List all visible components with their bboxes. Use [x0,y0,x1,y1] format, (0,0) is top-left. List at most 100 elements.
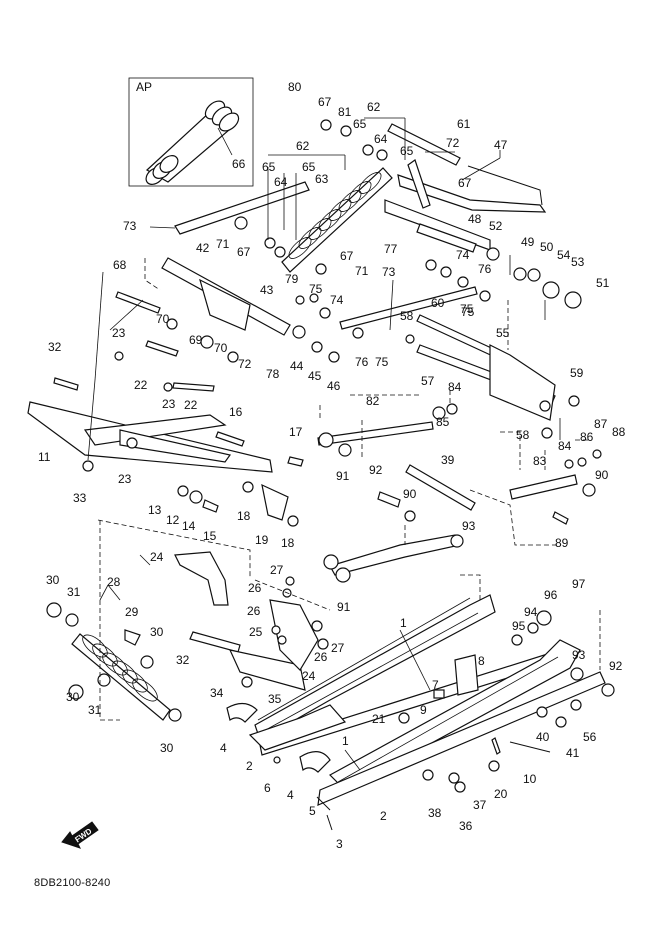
part-callout: 84 [448,380,462,394]
part-callout: 89 [555,536,569,550]
part-callout: 18 [237,509,251,523]
part-callout: 87 [594,417,608,431]
part-callout: 28 [107,575,121,589]
part-callout: 47 [494,138,508,152]
part-callout: 18 [281,536,295,550]
part-callout: 43 [260,283,274,297]
part-callout: 67 [237,245,251,259]
part-callout: 72 [238,357,252,371]
part-callout: 22 [134,378,148,392]
part-callout: 97 [572,577,586,591]
part-callout: 31 [67,585,81,599]
inset-callout: 66 [232,157,246,171]
part-callout: 3 [336,837,343,851]
part-callout: 58 [400,309,414,323]
part-callout: 84 [558,439,572,453]
part-callout: 73 [123,219,137,233]
part-callout: 91 [337,600,351,614]
part-callout: 65 [302,160,316,174]
part-callout: 41 [566,746,580,760]
part-callout: 9 [420,703,427,717]
rear-arm-assembly [115,119,582,439]
drawing-code: 8DB2100-8240 [34,877,111,889]
part-callout: 49 [521,235,535,249]
part-callout: 70 [156,312,170,326]
part-callout: 90 [403,487,417,501]
part-callout: 22 [184,398,198,412]
part-callout: 24 [150,550,164,564]
reference-lines [97,258,601,721]
part-callout: 71 [216,237,230,251]
part-callout: 19 [255,533,269,547]
part-callout: 52 [489,219,503,233]
inset-label: AP [136,80,152,94]
part-callout: 13 [148,503,162,517]
part-callout: 1 [400,616,407,630]
part-callout: 5 [309,804,316,818]
part-callout: 44 [290,359,304,373]
part-callout: 83 [533,454,547,468]
part-callout: 73 [382,265,396,279]
part-callout: 76 [355,355,369,369]
part-callout: 37 [473,798,487,812]
part-callout: 86 [580,430,594,444]
part-callout: 74 [330,293,344,307]
part-callout: 68 [113,258,127,272]
part-callout: 75 [460,302,474,316]
part-callout: 75 [309,282,323,296]
part-callout: 14 [182,519,196,533]
part-callout: 65 [400,144,414,158]
part-callout: 15 [203,529,217,543]
part-callout: 24 [302,669,316,683]
part-callout: 8 [478,654,485,668]
part-callout: 65 [262,160,276,174]
part-callout: 23 [118,472,132,486]
part-callout: 92 [369,463,383,477]
part-callout: 30 [160,741,174,755]
slide-rails [226,594,615,831]
part-callout: 69 [189,333,203,347]
part-callout: 29 [125,605,139,619]
part-callout: 61 [457,117,471,131]
part-callout: 48 [468,212,482,226]
part-callout: 23 [112,326,126,340]
part-callout: 30 [150,625,164,639]
part-callout: 51 [596,276,610,290]
part-callout: 4 [220,741,227,755]
part-callout: 65 [353,117,367,131]
part-callout: 59 [570,366,584,380]
part-callout: 30 [46,573,60,587]
part-callout: 70 [214,341,228,355]
part-callout: 26 [314,650,328,664]
part-callout: 40 [536,730,550,744]
part-callout: 54 [557,248,571,262]
part-callout: 71 [355,264,369,278]
part-callout: 76 [478,262,492,276]
part-callout: 56 [583,730,597,744]
front-arm-assembly [27,340,304,527]
part-callout: 42 [196,241,210,255]
part-callout: 63 [315,172,329,186]
part-callout: 50 [540,240,554,254]
part-callout: 35 [268,692,282,706]
part-callout: 2 [380,809,387,823]
part-callout: 53 [571,255,585,269]
part-callout: 91 [336,469,350,483]
part-callout: 34 [210,686,224,700]
front-shock-absorber [46,602,182,722]
part-callout: 67 [340,249,354,263]
bellows-boot-part [145,100,240,185]
part-callout: 7 [432,678,439,692]
part-callout: 32 [176,653,190,667]
part-callout: 39 [441,453,455,467]
part-callout: 94 [524,605,538,619]
part-callout: 45 [308,369,322,383]
part-callout: 2 [246,759,253,773]
part-callout: 17 [289,425,303,439]
part-callout: 32 [48,340,62,354]
part-callout: 1 [342,734,349,748]
part-callout: 96 [544,588,558,602]
part-callout: 12 [166,513,180,527]
